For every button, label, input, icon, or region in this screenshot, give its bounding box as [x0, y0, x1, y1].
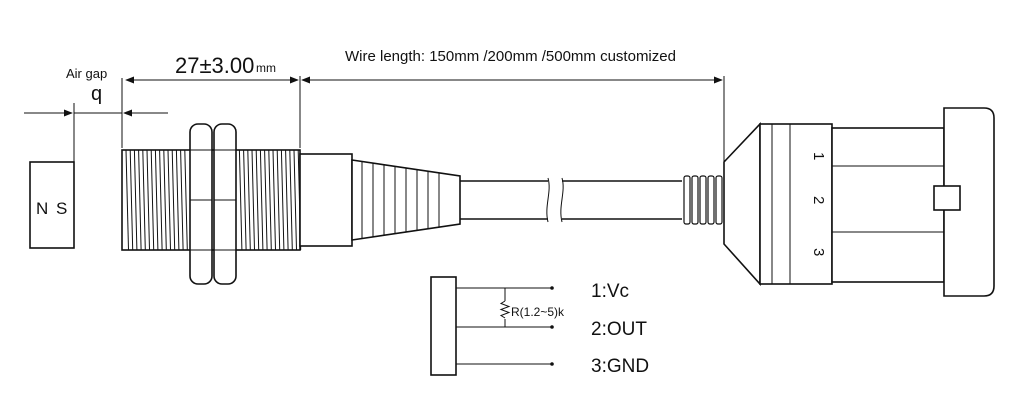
connector-pin-2: 2	[810, 196, 827, 204]
connector: 1 2 3	[683, 107, 995, 297]
magnet: N S	[29, 161, 75, 249]
length-unit: mm	[256, 61, 276, 75]
length-value: 27±3.00	[175, 53, 254, 78]
wire-length-dimension: Wire length: 150mm /200mm /500mm customi…	[301, 48, 725, 165]
connector-pin-1: 1	[810, 152, 827, 160]
pin-3-label: 3:GND	[591, 356, 649, 377]
air-gap-symbol: q	[91, 83, 102, 105]
pin-2-label: 2:OUT	[591, 319, 647, 340]
pin-1-label: 1:Vc	[591, 281, 629, 302]
magnet-n-label: N	[36, 199, 48, 218]
resistor-label: R(1.2~5)k	[511, 305, 565, 319]
connector-pin-3: 3	[810, 248, 827, 256]
cable	[460, 177, 682, 223]
resistor-symbol	[499, 300, 511, 319]
strain-relief	[299, 153, 461, 247]
wire-length-label: Wire length: 150mm /200mm /500mm customi…	[345, 48, 676, 65]
wiring-schematic: R(1.2~5)k 1:Vc 2:OUT 3:GND	[430, 276, 649, 377]
air-gap-dimension: Air gap q	[24, 66, 168, 162]
hex-nuts	[189, 123, 237, 285]
magnet-s-label: S	[56, 199, 67, 218]
air-gap-label: Air gap	[66, 66, 107, 81]
length-dimension: 27±3.00 mm	[125, 53, 301, 148]
